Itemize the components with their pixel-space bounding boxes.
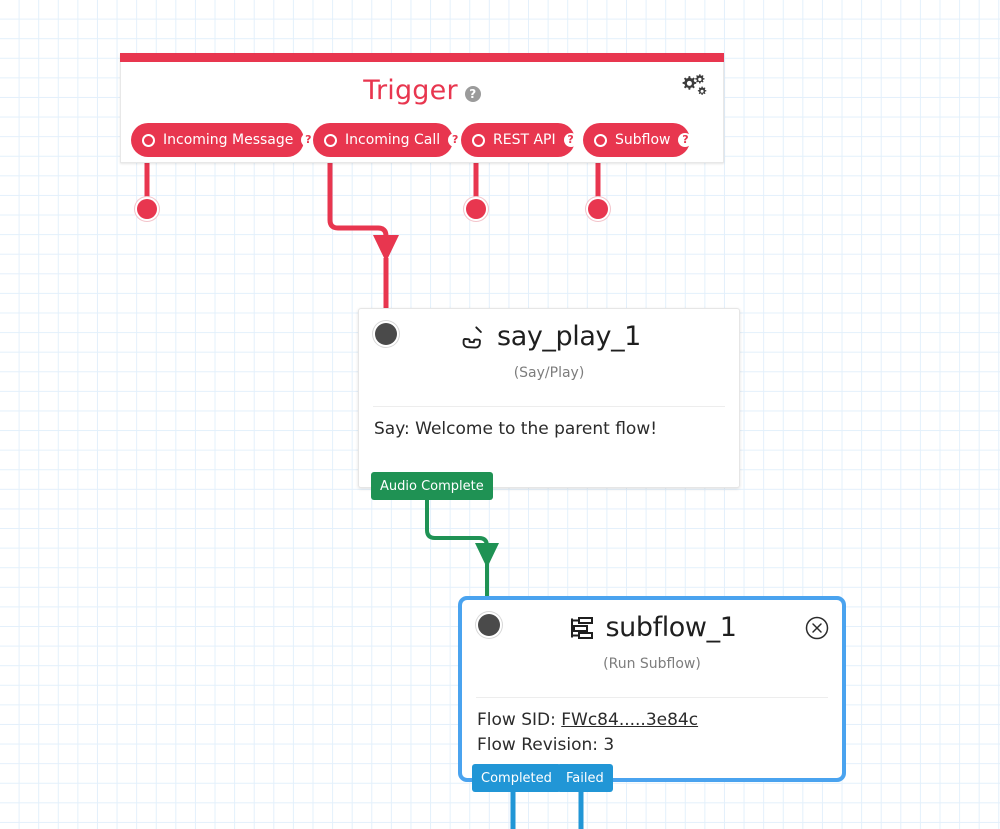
field-value: 3 [603, 735, 615, 755]
pill-label: Incoming Call [345, 132, 441, 148]
endpoint-incoming-message[interactable] [137, 199, 157, 219]
field-flow-sid: Flow SID: FWc84.....3e84c [477, 708, 828, 733]
widget-header: say_play_1 (Say/Play) [359, 309, 739, 385]
trigger-pill-rest-api[interactable]: REST API ? [461, 123, 578, 157]
edge-incoming-call-to-say-play [327, 157, 389, 244]
pill-connector-dot [472, 133, 485, 147]
field-value-link[interactable]: FWc84.....3e84c [561, 710, 699, 730]
widget-divider [373, 406, 725, 407]
pill-help-icon[interactable]: ? [563, 133, 578, 147]
pill-help-icon[interactable]: ? [678, 133, 693, 147]
widget-input-connector[interactable] [478, 614, 500, 636]
widget-divider [476, 697, 828, 698]
widget-input-connector[interactable] [375, 323, 397, 345]
gear-icon[interactable] [679, 73, 709, 101]
widget-title: subflow_1 [605, 612, 737, 643]
transition-label: Failed [566, 770, 604, 786]
edge-arrowhead-red [373, 235, 399, 262]
widget-say-play-1[interactable]: say_play_1 (Say/Play) Say: Welcome to th… [358, 308, 740, 488]
widget-title-row: subflow_1 [462, 612, 842, 643]
close-circle-icon[interactable] [805, 616, 829, 640]
transition-tab-audio-complete[interactable]: Audio Complete [371, 472, 493, 500]
phone-handset-icon [462, 325, 482, 349]
page-title: Trigger [363, 75, 458, 106]
subflow-hierarchy-icon [571, 616, 594, 639]
field-label: Flow Revision: [477, 735, 598, 755]
field-flow-revision: Flow Revision: 3 [477, 733, 828, 758]
widget-title: say_play_1 [497, 321, 641, 352]
edge-arrowhead-green [475, 543, 499, 568]
widget-subtitle: (Run Subflow) [603, 656, 701, 672]
pill-help-icon[interactable]: ? [301, 133, 316, 147]
field-label: Flow SID: [477, 710, 556, 730]
transition-tab-failed[interactable]: Failed [557, 764, 613, 792]
pill-help-icon[interactable]: ? [448, 133, 463, 147]
trigger-pill-incoming-message[interactable]: Incoming Message ? [131, 123, 316, 157]
widget-body-fields: Flow SID: FWc84.....3e84c Flow Revision:… [477, 708, 828, 758]
edge-audio-complete-to-subflow [425, 500, 489, 552]
trigger-pill-subflow[interactable]: Subflow ? [583, 123, 693, 157]
transition-tab-completed[interactable]: Completed [472, 764, 561, 792]
pill-connector-dot [594, 133, 607, 147]
widget-subtitle: (Say/Play) [513, 365, 585, 381]
pill-connector-dot [324, 133, 337, 147]
pill-label: REST API [493, 132, 556, 148]
trigger-help-icon[interactable]: ? [464, 85, 481, 102]
endpoint-subflow[interactable] [588, 199, 608, 219]
widget-body-text: Say: Welcome to the parent flow! [374, 419, 658, 439]
pill-label: Subflow [615, 132, 671, 148]
widget-header: subflow_1 (Run Subflow) [462, 600, 842, 676]
transition-label: Audio Complete [380, 478, 484, 494]
trigger-accent-bar [120, 53, 724, 62]
widget-subflow-1[interactable]: subflow_1 (Run Subflow) Flow SID: FWc84.… [458, 596, 846, 782]
transition-label: Completed [481, 770, 552, 786]
trigger-pill-incoming-call[interactable]: Incoming Call ? [313, 123, 463, 157]
pill-connector-dot [142, 133, 155, 147]
trigger-title-row: Trigger ? [121, 75, 723, 106]
endpoint-rest-api[interactable] [466, 199, 486, 219]
pill-label: Incoming Message [163, 132, 294, 148]
widget-title-row: say_play_1 [359, 321, 739, 352]
